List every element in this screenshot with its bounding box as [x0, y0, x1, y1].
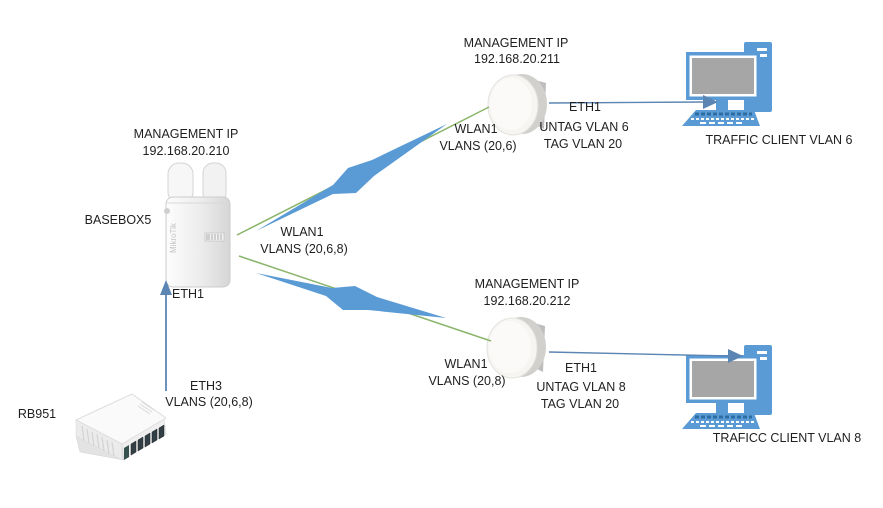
eth-line-ap6-to-client: [548, 101, 705, 104]
dish-antenna-icon: [486, 317, 546, 379]
ap8-tag-label: TAG VLAN 20: [540, 397, 620, 411]
ap8-wlan-port-label: WLAN1: [444, 357, 488, 371]
wireless-basestation-icon: MikroTik: [164, 162, 231, 288]
ap8-wlan-vlans-label: VLANS (20,8): [428, 374, 506, 388]
client8-name-label: TRAFICC CLIENT VLAN 8: [712, 431, 862, 445]
eth-line-ap8-to-client: [548, 351, 730, 357]
wireless-bolt-icon-top: [256, 124, 447, 231]
rb951-name-label: RB951: [17, 407, 57, 421]
ap6-wlan-port-label: WLAN1: [454, 122, 498, 136]
ap6-untag-label: UNTAG VLAN 6: [539, 120, 629, 134]
arrow-right-icon: [728, 349, 743, 363]
router-icon: [74, 393, 167, 461]
desktop-computer-icon: [682, 345, 772, 429]
wireless-bolt-icon-bottom: [256, 273, 446, 318]
rb951-vlans-label: VLANS (20,6,8): [165, 395, 253, 409]
trunk-wlan-port-label: WLAN1: [280, 225, 324, 239]
rb951-eth3-label: ETH3: [190, 379, 222, 393]
ap8-untag-label: UNTAG VLAN 8: [536, 380, 626, 394]
basebox-management-ip-label: MANAGEMENT IP: [133, 127, 239, 141]
basebox-management-ip: 192.168.20.210: [142, 144, 230, 158]
client6-name-label: TRAFFIC CLIENT VLAN 6: [705, 133, 853, 147]
arrow-up-icon: [160, 280, 172, 295]
arrow-right-icon: [703, 95, 718, 109]
svg-text:MikroTik: MikroTik: [169, 222, 178, 253]
ap8-management-ip-label: MANAGEMENT IP: [474, 277, 580, 291]
ap8-management-ip: 192.168.20.212: [483, 294, 571, 308]
dish-antenna-icon: [487, 74, 547, 136]
trunk-wlan-vlans-label: VLANS (20,6,8): [260, 242, 348, 256]
ap6-wlan-vlans-label: VLANS (20,6): [439, 139, 517, 153]
ap6-tag-label: TAG VLAN 20: [543, 137, 623, 151]
ap6-management-ip: 192.168.20.211: [474, 52, 560, 66]
ap8-eth1-label: ETH1: [565, 361, 597, 375]
ap6-management-ip-label: MANAGEMENT IP: [463, 36, 569, 50]
basebox-name-label: BASEBOX5: [84, 213, 152, 227]
basebox-eth1-label: ETH1: [172, 287, 204, 301]
ap6-eth1-label: ETH1: [569, 100, 601, 114]
desktop-computer-icon: [682, 42, 772, 126]
